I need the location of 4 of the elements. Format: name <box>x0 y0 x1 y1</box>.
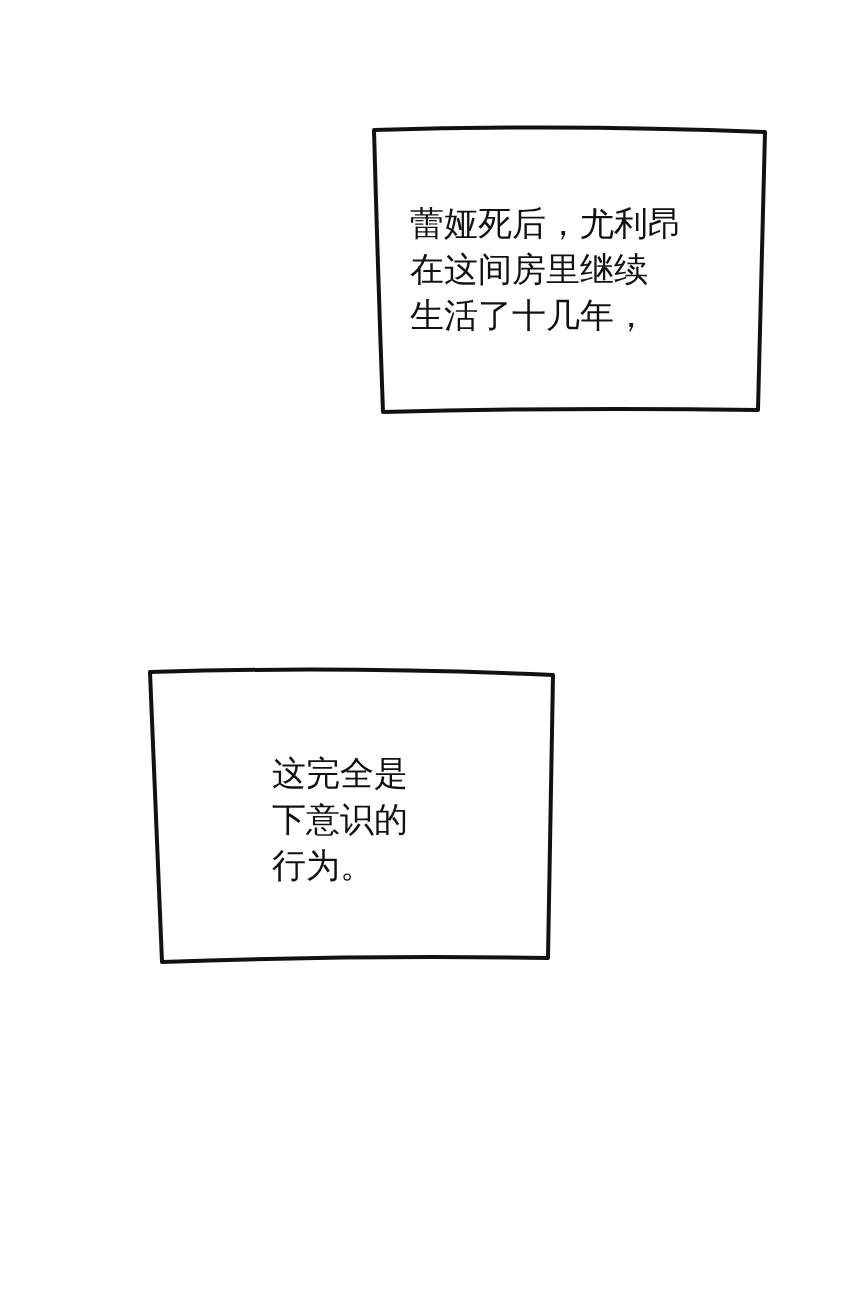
caption-box <box>370 126 770 416</box>
caption-text: 这完全是下意识的行为。 <box>272 752 408 887</box>
caption-box <box>146 666 558 966</box>
caption-text: 蕾娅死后，尤利昂在这间房里继续生活了十几年， <box>410 202 682 337</box>
